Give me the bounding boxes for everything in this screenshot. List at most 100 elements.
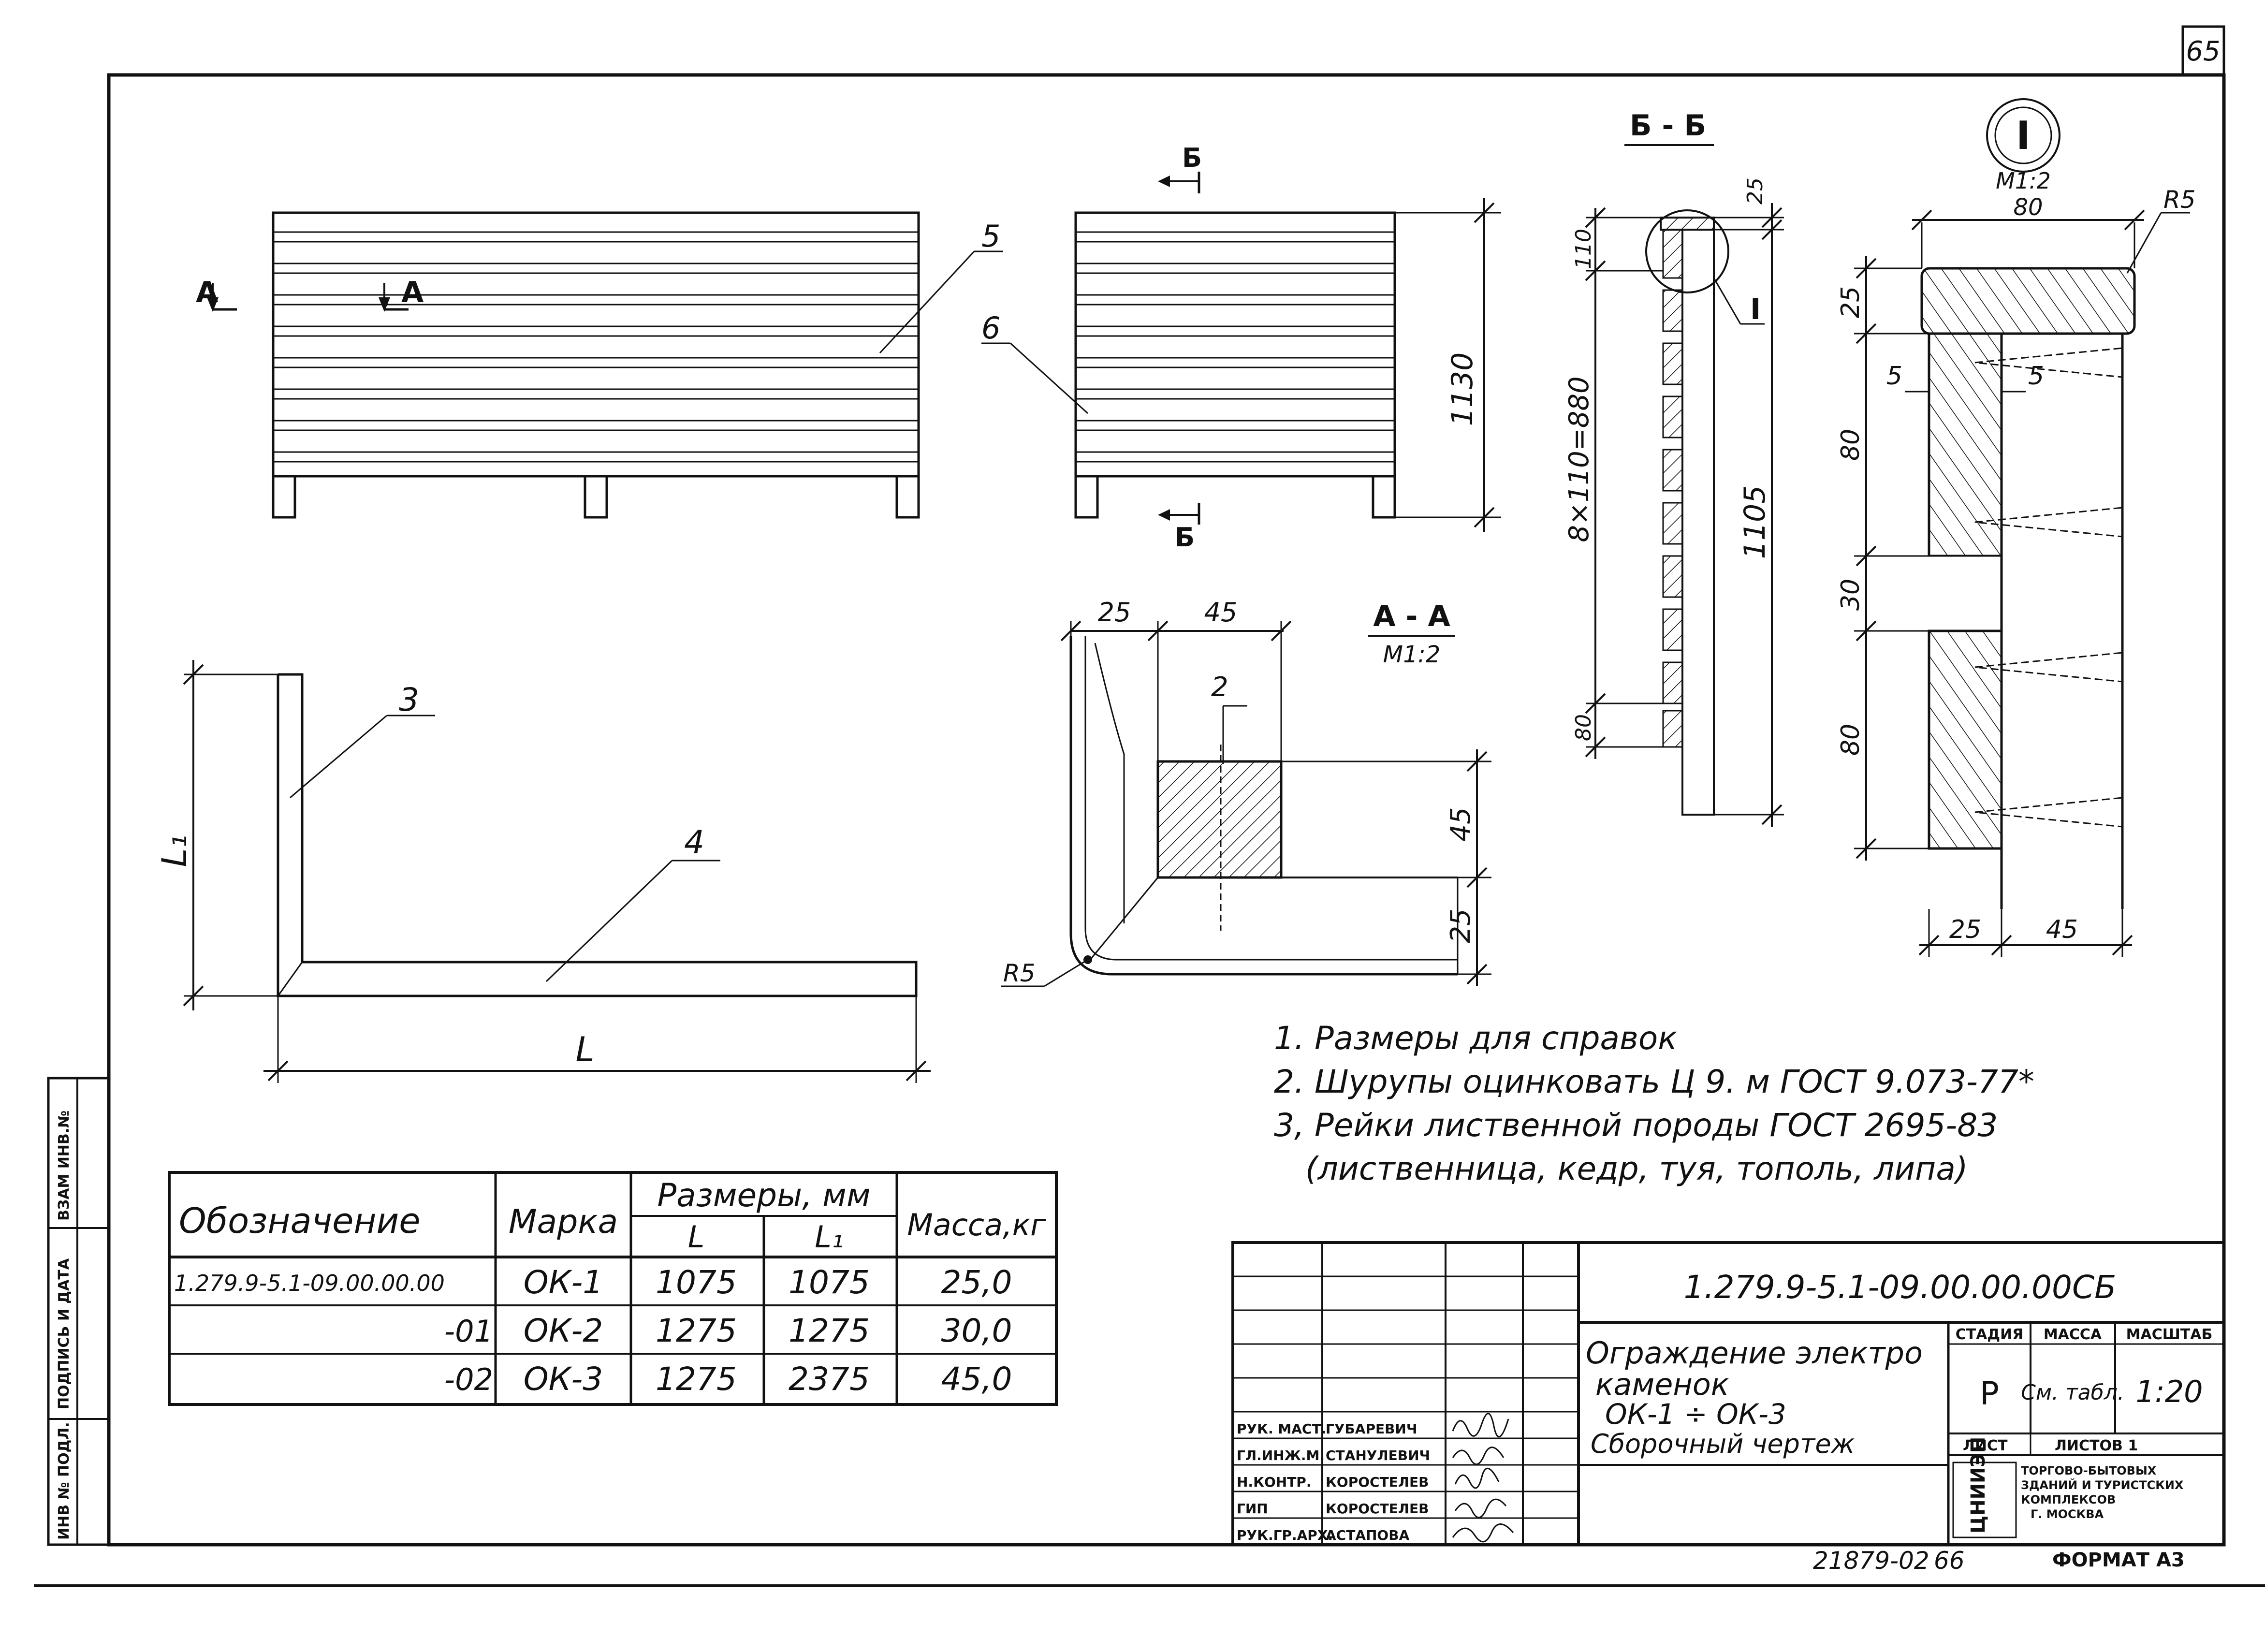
signatory-name: АСТАПОВА xyxy=(1326,1527,1410,1543)
cell-L: 1275 xyxy=(656,1360,737,1398)
th-dimensions: Размеры, мм xyxy=(657,1177,870,1214)
table-row: -02 ОК-3 1275 2375 45,0 xyxy=(444,1360,1012,1398)
cell-mark: ОК-2 xyxy=(524,1312,603,1349)
signatory-role: ГЛ.ИНЖ.М. xyxy=(1237,1447,1325,1463)
format-label: ФОРМАТ А3 xyxy=(2052,1549,2185,1571)
dim-det-30: 30 xyxy=(1836,579,1865,611)
note-3-continued: (лиственница, кедр, туя, тополь, липа) xyxy=(1305,1150,1968,1187)
org-line-3: КОМПЛЕКСОВ xyxy=(2021,1493,2116,1506)
dim-det-5-right: 5 xyxy=(2028,362,2044,391)
mass-label: МАССА xyxy=(2044,1326,2102,1343)
dim-det-5-left: 5 xyxy=(1886,362,1902,391)
signatory-row: ГЛ.ИНЖ.М. СТАНУЛЕВИЧ xyxy=(1237,1447,1430,1463)
stamp-inv-replace: ВЗАМ ИНВ.№ xyxy=(56,1111,73,1221)
section-aa-title: А - А xyxy=(1373,599,1450,633)
dim-bb-110: 110 xyxy=(1571,229,1596,269)
scale-label: МАСШТАБ xyxy=(2126,1326,2213,1343)
dim-aa-h25: 25 xyxy=(1445,908,1476,943)
dim-L1: L₁ xyxy=(155,834,194,867)
sheet-label: ЛИСТ xyxy=(1963,1437,2008,1454)
doc-code: 1.279.9-5.1-09.00.00.00СБ xyxy=(1684,1269,2117,1306)
side-stamp xyxy=(47,1077,110,1546)
dim-aa-r5: R5 xyxy=(1003,959,1036,987)
title-line-3: ОК-1 ÷ ОК-3 xyxy=(1605,1398,1786,1431)
signatory-name: ГУБАРЕВИЧ xyxy=(1326,1421,1417,1437)
cell-L1: 1075 xyxy=(789,1264,870,1301)
scale-value: 1:20 xyxy=(2135,1374,2203,1409)
plan-view xyxy=(183,660,931,1083)
title-block xyxy=(1231,1241,2225,1546)
front-view xyxy=(207,211,920,519)
detail-I xyxy=(1854,98,2190,957)
page-number: 65 xyxy=(2186,36,2220,67)
dim-det-25: 25 xyxy=(1836,286,1865,318)
org-line-4: Г. МОСКВА xyxy=(2031,1507,2104,1521)
cell-designation: 1.279.9-5.1-09.00.00.00 xyxy=(174,1270,445,1296)
note-1: 1. Размеры для справок xyxy=(1274,1020,1677,1057)
dim-aa-25: 25 xyxy=(1098,597,1131,628)
cell-L1: 2375 xyxy=(789,1360,870,1398)
th-mark: Марка xyxy=(509,1203,618,1241)
callout-5: 5 xyxy=(981,219,1000,254)
side-view xyxy=(1074,172,1501,532)
dim-det-45-bottom: 45 xyxy=(2046,915,2078,944)
cell-designation: -02 xyxy=(444,1362,493,1397)
cell-mass: 30,0 xyxy=(941,1312,1012,1349)
dim-L: L xyxy=(576,1030,595,1069)
detail-ref: I xyxy=(1750,292,1761,326)
dim-bb-1105: 1105 xyxy=(1738,485,1772,559)
note-2: 2. Шурупы оцинковать Ц 9. м ГОСТ 9.073-7… xyxy=(1274,1063,2034,1100)
dim-bb-880: 8×110=880 xyxy=(1564,376,1595,542)
table-row: -01 ОК-2 1275 1275 30,0 xyxy=(444,1312,1012,1349)
cell-mass: 25,0 xyxy=(941,1264,1012,1301)
section-a-marker-right: А xyxy=(401,276,424,309)
th-L1: L₁ xyxy=(815,1219,843,1255)
note-3: 3, Рейки лиственной породы ГОСТ 2695-83 xyxy=(1274,1107,1998,1144)
signatory-row: РУК.ГР.АРХ. АСТАПОВА xyxy=(1237,1527,1410,1543)
callout-4: 4 xyxy=(684,824,704,861)
title-line-2: каменок xyxy=(1595,1367,1729,1402)
org-logo: ЦНИИЭП xyxy=(1967,1437,1989,1534)
signatory-role: РУК.ГР.АРХ. xyxy=(1237,1527,1333,1543)
section-b-marker-bottom: Б xyxy=(1175,522,1195,553)
cell-designation: -01 xyxy=(444,1314,493,1349)
detail-scale: М1:2 xyxy=(1996,168,2051,194)
section-b-marker-top: Б xyxy=(1182,143,1202,173)
signatory-name: КОРОСТЕЛЕВ xyxy=(1326,1501,1429,1517)
cell-L: 1075 xyxy=(656,1264,737,1301)
signatures xyxy=(1452,1413,1514,1543)
signatory-role: ГИП xyxy=(1237,1501,1268,1517)
section-aa-scale: М1:2 xyxy=(1383,641,1441,668)
title-line-4: Сборочный чертеж xyxy=(1591,1429,1855,1459)
signatory-row: Н.КОНТР. КОРОСТЕЛЕВ xyxy=(1237,1474,1429,1490)
callout-6: 6 xyxy=(981,310,1000,346)
sheet-frame xyxy=(34,25,2265,1587)
stage-label: СТАДИЯ xyxy=(1956,1326,2024,1343)
dim-det-25-bottom: 25 xyxy=(1949,915,1981,944)
dim-det-80-b: 80 xyxy=(1836,724,1865,756)
dim-bb-80: 80 xyxy=(1571,714,1596,741)
section-bb: Б - Б xyxy=(1585,109,1784,827)
signatory-name: СТАНУЛЕВИЧ xyxy=(1326,1447,1430,1463)
signatory-role: Н.КОНТР. xyxy=(1237,1474,1311,1490)
notes-block: 1. Размеры для справок 2. Шурупы оцинков… xyxy=(1274,1020,2034,1187)
cell-L: 1275 xyxy=(656,1312,737,1349)
spec-table xyxy=(168,1171,1058,1406)
cell-mark: ОК-1 xyxy=(524,1264,603,1301)
cell-mass: 45,0 xyxy=(941,1360,1012,1398)
signatory-row: РУК. МАСТ. ГУБАРЕВИЧ xyxy=(1237,1421,1417,1437)
stamp-inv-orig: ИНВ № ПОДЛ. xyxy=(56,1422,73,1540)
callout-2: 2 xyxy=(1211,672,1228,703)
cell-L1: 1275 xyxy=(789,1312,870,1349)
sheets-label: ЛИСТОВ 1 xyxy=(2055,1437,2138,1454)
section-aa xyxy=(1001,620,1491,987)
title-line-1: Ограждение электро xyxy=(1586,1335,1923,1371)
th-designation: Обозначение xyxy=(179,1200,421,1241)
detail-id: I xyxy=(2016,113,2031,158)
dim-aa-45: 45 xyxy=(1204,597,1238,628)
dim-det-r5: R5 xyxy=(2163,186,2196,214)
org-line-1: ТОРГОВО-БЫТОВЫХ xyxy=(2021,1464,2157,1477)
bottom-code: 21879-02 xyxy=(1813,1547,1929,1575)
dim-det-80-a: 80 xyxy=(1836,429,1865,461)
